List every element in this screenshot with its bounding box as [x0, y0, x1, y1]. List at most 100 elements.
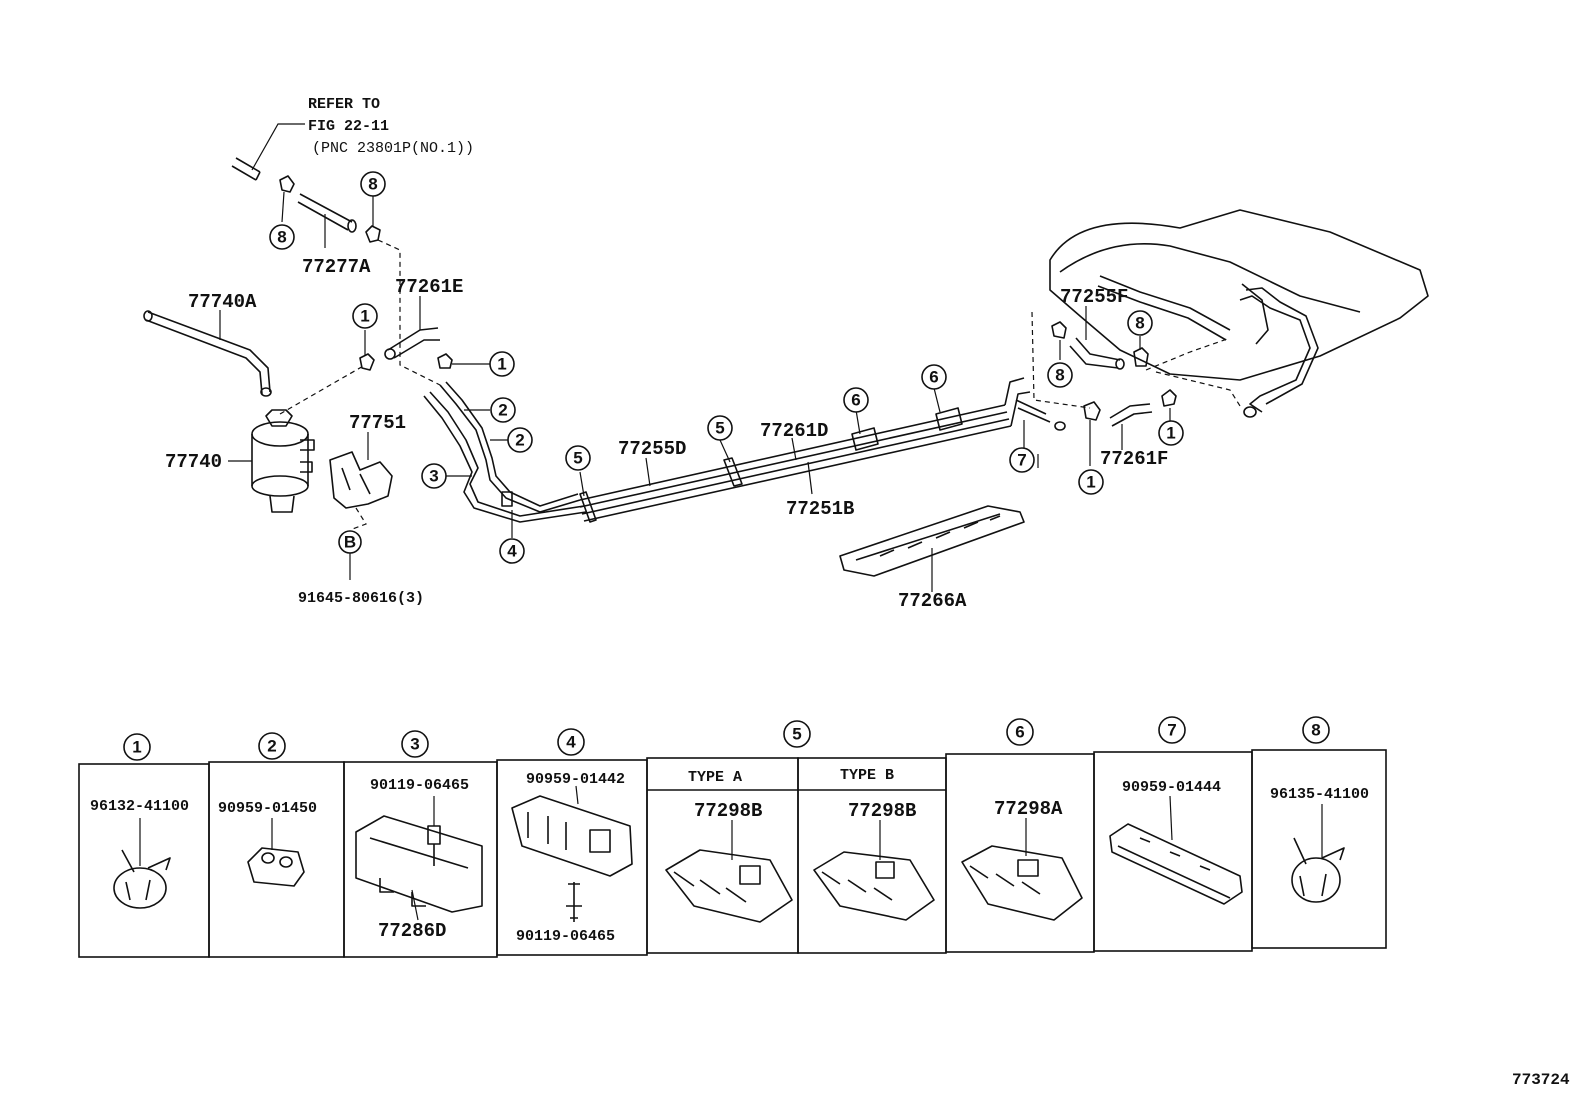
- svg-text:5: 5: [792, 725, 801, 744]
- svg-text:8: 8: [1135, 314, 1144, 333]
- svg-text:2: 2: [515, 431, 524, 450]
- label-77266a: 77266A: [898, 590, 967, 612]
- label-77261f: 77261F: [1100, 448, 1168, 470]
- fuel-tank-icon: [1049, 209, 1429, 418]
- refer-note-line3: (PNC 23801P(NO.1)): [312, 140, 474, 157]
- clip-1d-icon: [1161, 389, 1177, 422]
- table-cell-5a: [646, 757, 799, 954]
- svg-text:8: 8: [1311, 721, 1320, 740]
- clip-8d-icon: [1133, 336, 1149, 367]
- canister-77740-icon: [228, 409, 315, 513]
- label-77740: 77740: [165, 451, 222, 473]
- callout-1d: 1: [1158, 420, 1184, 446]
- dashed-route-4: [1031, 311, 1091, 409]
- cell5a-part: 77298B: [694, 800, 762, 822]
- label-77255d: 77255D: [618, 438, 686, 460]
- svg-text:1: 1: [497, 355, 506, 374]
- refer-leader: [251, 123, 305, 171]
- svg-text:1: 1: [132, 738, 141, 757]
- cell5b-type: TYPE B: [840, 767, 894, 784]
- callout-5b: 5: [707, 415, 733, 441]
- label-77277a: 77277A: [302, 256, 371, 278]
- svg-text:4: 4: [566, 733, 576, 752]
- clamp-77298a-icon: [961, 818, 1083, 921]
- pipe-end-ref: [231, 157, 261, 181]
- svg-text:6: 6: [1015, 723, 1024, 742]
- callout-B: B: [338, 530, 362, 554]
- callout-5a: 5: [565, 445, 591, 471]
- clamp-5b-icon: [723, 457, 743, 487]
- callout-6b: 6: [921, 364, 947, 390]
- table-cell-2: [208, 761, 345, 958]
- svg-text:2: 2: [267, 737, 276, 756]
- table-cell-8: [1251, 749, 1387, 949]
- table-cell-6: [945, 753, 1095, 953]
- callout-1a: 1: [352, 303, 378, 329]
- parts-table: 1 2 3 4 5 6 7 8 96132-41100 90959-01450 …: [78, 716, 1387, 958]
- hose-77255f-icon: [1069, 306, 1125, 370]
- svg-text:3: 3: [429, 467, 438, 486]
- table-header-2: 2: [258, 732, 286, 760]
- table-header-8: 8: [1302, 716, 1330, 744]
- clamp-6b-icon: [935, 407, 963, 431]
- clip-8b-icon: [365, 196, 381, 243]
- svg-text:8: 8: [1055, 366, 1064, 385]
- pipe-bundle-left: [423, 381, 587, 538]
- pipe-end-right: [1004, 377, 1066, 450]
- bracket-77751-icon: [329, 432, 393, 509]
- table-cell-4: [496, 759, 648, 956]
- callout-8b: 8: [360, 171, 386, 197]
- part-labels: 77277A 77261E 77740A 77740 77751 91645-8…: [165, 256, 1168, 612]
- label-77261e: 77261E: [395, 276, 463, 298]
- svg-text:5: 5: [573, 449, 582, 468]
- protector-77266a-icon: [839, 505, 1025, 592]
- cell3-part-bottom: 77286D: [378, 920, 446, 942]
- svg-text:8: 8: [277, 228, 286, 247]
- svg-text:6: 6: [929, 368, 938, 387]
- main-fuel-pipe: [579, 387, 1012, 523]
- cell5a-type: TYPE A: [688, 769, 742, 786]
- clamp-96132-icon: [113, 818, 171, 909]
- clamp-90959-01442-icon: [511, 785, 633, 922]
- svg-text:8: 8: [368, 175, 377, 194]
- svg-text:1: 1: [360, 307, 369, 326]
- callout-6a: 6: [843, 387, 869, 413]
- clip-8c-icon: [1051, 321, 1067, 360]
- table-header-5: 5: [783, 720, 811, 748]
- svg-text:7: 7: [1017, 451, 1026, 470]
- callout-3: 3: [421, 463, 447, 489]
- table-header-4: 4: [557, 728, 585, 756]
- svg-text:1: 1: [1166, 424, 1175, 443]
- callout-1b: 1: [489, 351, 515, 377]
- clamp-90959-01444-icon: [1109, 795, 1243, 905]
- table-header-6: 6: [1006, 718, 1034, 746]
- svg-text:6: 6: [851, 391, 860, 410]
- refer-note-line1: REFER TO: [308, 96, 380, 113]
- svg-text:2: 2: [498, 401, 507, 420]
- clamp-77298b-type-a-icon: [665, 820, 793, 923]
- cell5b-part: 77298B: [848, 800, 916, 822]
- callout-1c: 1: [1078, 469, 1104, 495]
- svg-text:3: 3: [410, 735, 419, 754]
- clip-1b-icon: [437, 353, 490, 369]
- dashed-route-2: [279, 364, 366, 415]
- table-cell-1: [78, 763, 210, 958]
- callout-4: 4: [499, 538, 525, 564]
- clamp-77298b-type-b-icon: [813, 820, 935, 921]
- hose-77277a-icon: [297, 193, 357, 248]
- svg-text:4: 4: [507, 542, 517, 561]
- clip-8a-icon: [279, 175, 295, 223]
- clip-90959-01450-icon: [247, 818, 305, 887]
- label-77261d: 77261D: [760, 420, 828, 442]
- cell1-part: 96132-41100: [90, 798, 189, 815]
- label-77255f: 77255F: [1060, 286, 1128, 308]
- clip-1a-icon: [359, 330, 375, 371]
- svg-text:5: 5: [715, 419, 724, 438]
- callout-7: 7: [1009, 447, 1035, 473]
- table-header-1: 1: [123, 733, 151, 761]
- dashed-route-1: [377, 239, 441, 386]
- clamp-77286d-icon: [355, 796, 483, 921]
- callout-2b: 2: [507, 427, 533, 453]
- hose-77261e-icon: [384, 296, 440, 360]
